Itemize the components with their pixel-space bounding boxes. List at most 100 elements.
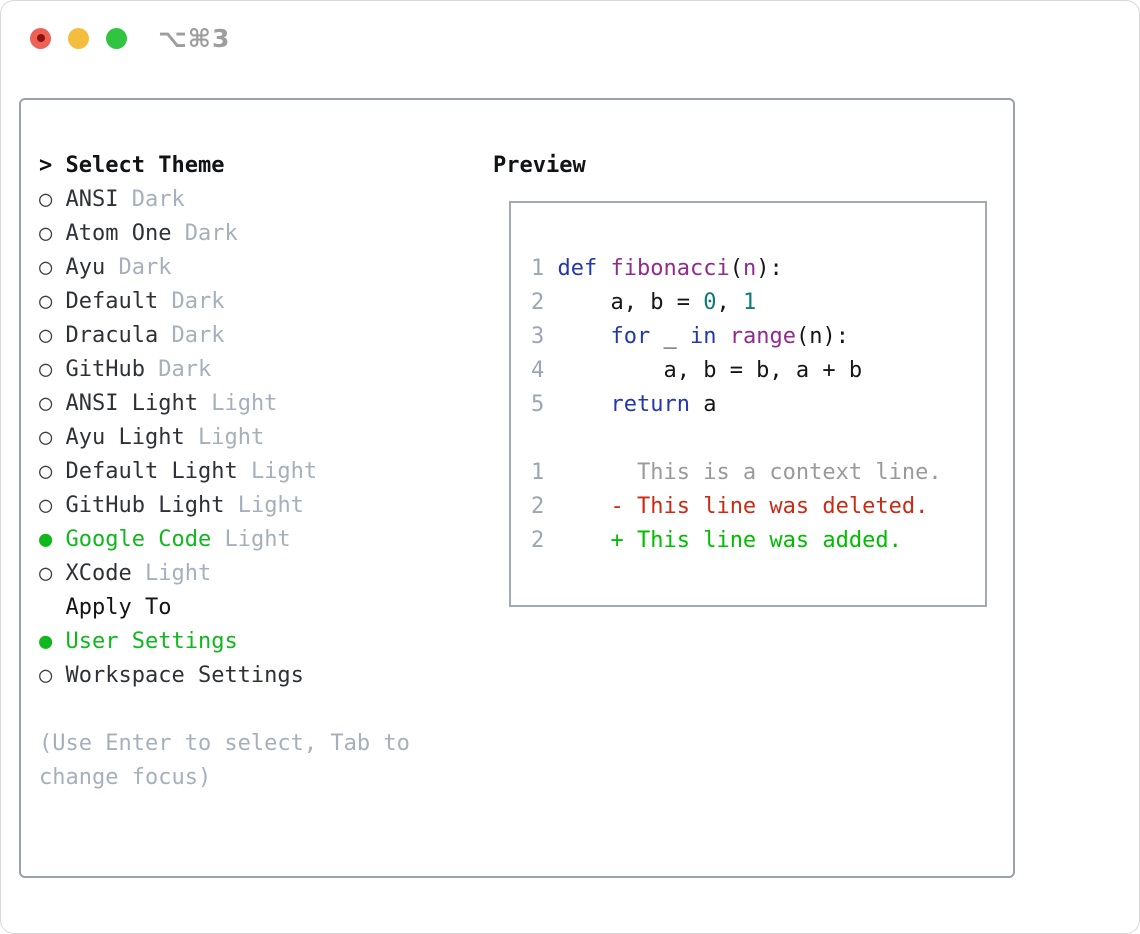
radio-icon: ○ xyxy=(39,323,53,348)
code-line: 3 for _ in range(n): xyxy=(531,320,985,354)
radio-icon: ○ xyxy=(39,289,53,314)
code-token: n xyxy=(742,256,757,281)
cursor-icon: > xyxy=(39,153,53,178)
code-token: fibonacci xyxy=(610,256,730,281)
code-token: for xyxy=(610,324,651,349)
diff-line-deleted: 2 - This line was deleted. xyxy=(531,490,985,524)
theme-list: ○ ANSI Dark○ Atom One Dark○ Ayu Dark○ De… xyxy=(39,183,439,591)
theme-name: XCode xyxy=(65,561,132,586)
theme-item-xcode[interactable]: ○ XCode Light xyxy=(39,557,439,591)
code-token: a, b = xyxy=(610,290,704,315)
unsaved-indicator-icon xyxy=(36,34,45,42)
theme-name: Ayu Light xyxy=(65,425,185,450)
radio-icon: ○ xyxy=(39,221,53,246)
line-number: 2 xyxy=(531,290,545,315)
apply-to-options: ● User Settings○ Workspace Settings xyxy=(39,625,439,693)
theme-item-ayu[interactable]: ○ Ayu Dark xyxy=(39,251,439,285)
line-number: 4 xyxy=(531,358,545,383)
theme-name: Google Code xyxy=(65,527,212,552)
diff-text: + This line was added. xyxy=(610,528,902,553)
code-token xyxy=(716,324,729,349)
code-line: 2 a, b = 0, 1 xyxy=(531,286,985,320)
close-button[interactable] xyxy=(30,27,51,49)
theme-name: ANSI Light xyxy=(65,391,198,416)
theme-variant: Dark xyxy=(171,289,225,314)
radio-icon: ○ xyxy=(39,255,53,280)
code-token: in xyxy=(689,324,717,349)
radio-icon: ○ xyxy=(39,357,53,382)
zoom-button[interactable] xyxy=(106,27,127,49)
radio-icon: ○ xyxy=(39,663,53,688)
line-number: 2 xyxy=(531,494,545,519)
theme-item-atom-one[interactable]: ○ Atom One Dark xyxy=(39,217,439,251)
minimize-button[interactable] xyxy=(68,27,89,49)
code-token: 0 xyxy=(703,290,717,315)
theme-name: GitHub xyxy=(65,357,145,382)
diff-text: This is a context line. xyxy=(610,460,942,485)
selected-radio-icon: ● xyxy=(39,527,53,552)
theme-item-google-code[interactable]: ● Google Code Light xyxy=(39,523,439,557)
line-number: 1 xyxy=(531,256,545,281)
theme-list-title: Select Theme xyxy=(65,153,225,178)
theme-variant: Light xyxy=(197,425,265,450)
code-token: ( xyxy=(729,256,743,281)
code-line: 4 a, b = b, a + b xyxy=(531,354,985,388)
code-token: (n): xyxy=(795,324,849,349)
theme-variant: Dark xyxy=(158,357,212,382)
theme-variant: Dark xyxy=(184,221,238,246)
preview-title: Preview xyxy=(493,153,586,178)
settings-panel: > Select Theme ○ ANSI Dark○ Atom One Dar… xyxy=(19,98,1015,878)
code-token: return xyxy=(610,392,690,417)
theme-item-default-light[interactable]: ○ Default Light Light xyxy=(39,455,439,489)
theme-variant: Light xyxy=(237,493,304,518)
theme-variant: Light xyxy=(211,391,278,416)
code-token: 1 xyxy=(742,290,757,315)
theme-item-ansi-light[interactable]: ○ ANSI Light Light xyxy=(39,387,439,421)
theme-list-header: > Select Theme xyxy=(39,149,439,183)
theme-item-ayu-light[interactable]: ○ Ayu Light Light xyxy=(39,421,439,455)
code-token: a xyxy=(689,392,717,417)
theme-item-dracula[interactable]: ○ Dracula Dark xyxy=(39,319,439,353)
line-number: 3 xyxy=(531,324,545,349)
theme-variant: Light xyxy=(224,527,291,552)
selected-radio-icon: ● xyxy=(39,629,53,654)
apply-option-label: Workspace Settings xyxy=(65,663,304,688)
theme-item-ansi[interactable]: ○ ANSI Dark xyxy=(39,183,439,217)
theme-variant: Dark xyxy=(171,323,225,348)
diff-line-added: 2 + This line was added. xyxy=(531,524,985,558)
line-number: 2 xyxy=(531,528,545,553)
code-token xyxy=(597,256,610,281)
theme-item-github[interactable]: ○ GitHub Dark xyxy=(39,353,439,387)
titlebar: ⌥⌘3 xyxy=(1,1,1139,75)
radio-icon: ○ xyxy=(39,493,53,518)
theme-name: Atom One xyxy=(65,221,172,246)
code-line: 1 def fibonacci(n): xyxy=(531,252,985,286)
theme-item-default[interactable]: ○ Default Dark xyxy=(39,285,439,319)
diff-line-context: 1 This is a context line. xyxy=(531,456,985,490)
radio-icon: ○ xyxy=(39,425,53,450)
theme-selector: > Select Theme ○ ANSI Dark○ Atom One Dar… xyxy=(39,149,439,795)
keyboard-hint: (Use Enter to select, Tab to change focu… xyxy=(39,731,410,790)
code-token: , xyxy=(716,290,743,315)
theme-name: Dracula xyxy=(65,323,159,348)
apply-option-label: User Settings xyxy=(65,629,238,654)
radio-icon: ○ xyxy=(39,459,53,484)
theme-name: Ayu xyxy=(65,255,106,280)
code-token: a, b = b, a + b xyxy=(663,358,863,383)
theme-name: Default xyxy=(65,289,159,314)
apply-to-header: Apply To xyxy=(39,591,439,625)
radio-icon: ○ xyxy=(39,187,53,212)
diff-preview: 1 This is a context line.2 - This line w… xyxy=(531,456,985,558)
preview-gap xyxy=(531,422,985,456)
theme-variant: Dark xyxy=(118,255,172,280)
traffic-lights xyxy=(30,27,127,49)
apply-option-workspace-settings[interactable]: ○ Workspace Settings xyxy=(39,659,439,693)
code-token: _ xyxy=(650,324,690,349)
theme-name: GitHub Light xyxy=(65,493,225,518)
code-line: 5 return a xyxy=(531,388,985,422)
theme-item-github-light[interactable]: ○ GitHub Light Light xyxy=(39,489,439,523)
apply-option-user-settings[interactable]: ● User Settings xyxy=(39,625,439,659)
